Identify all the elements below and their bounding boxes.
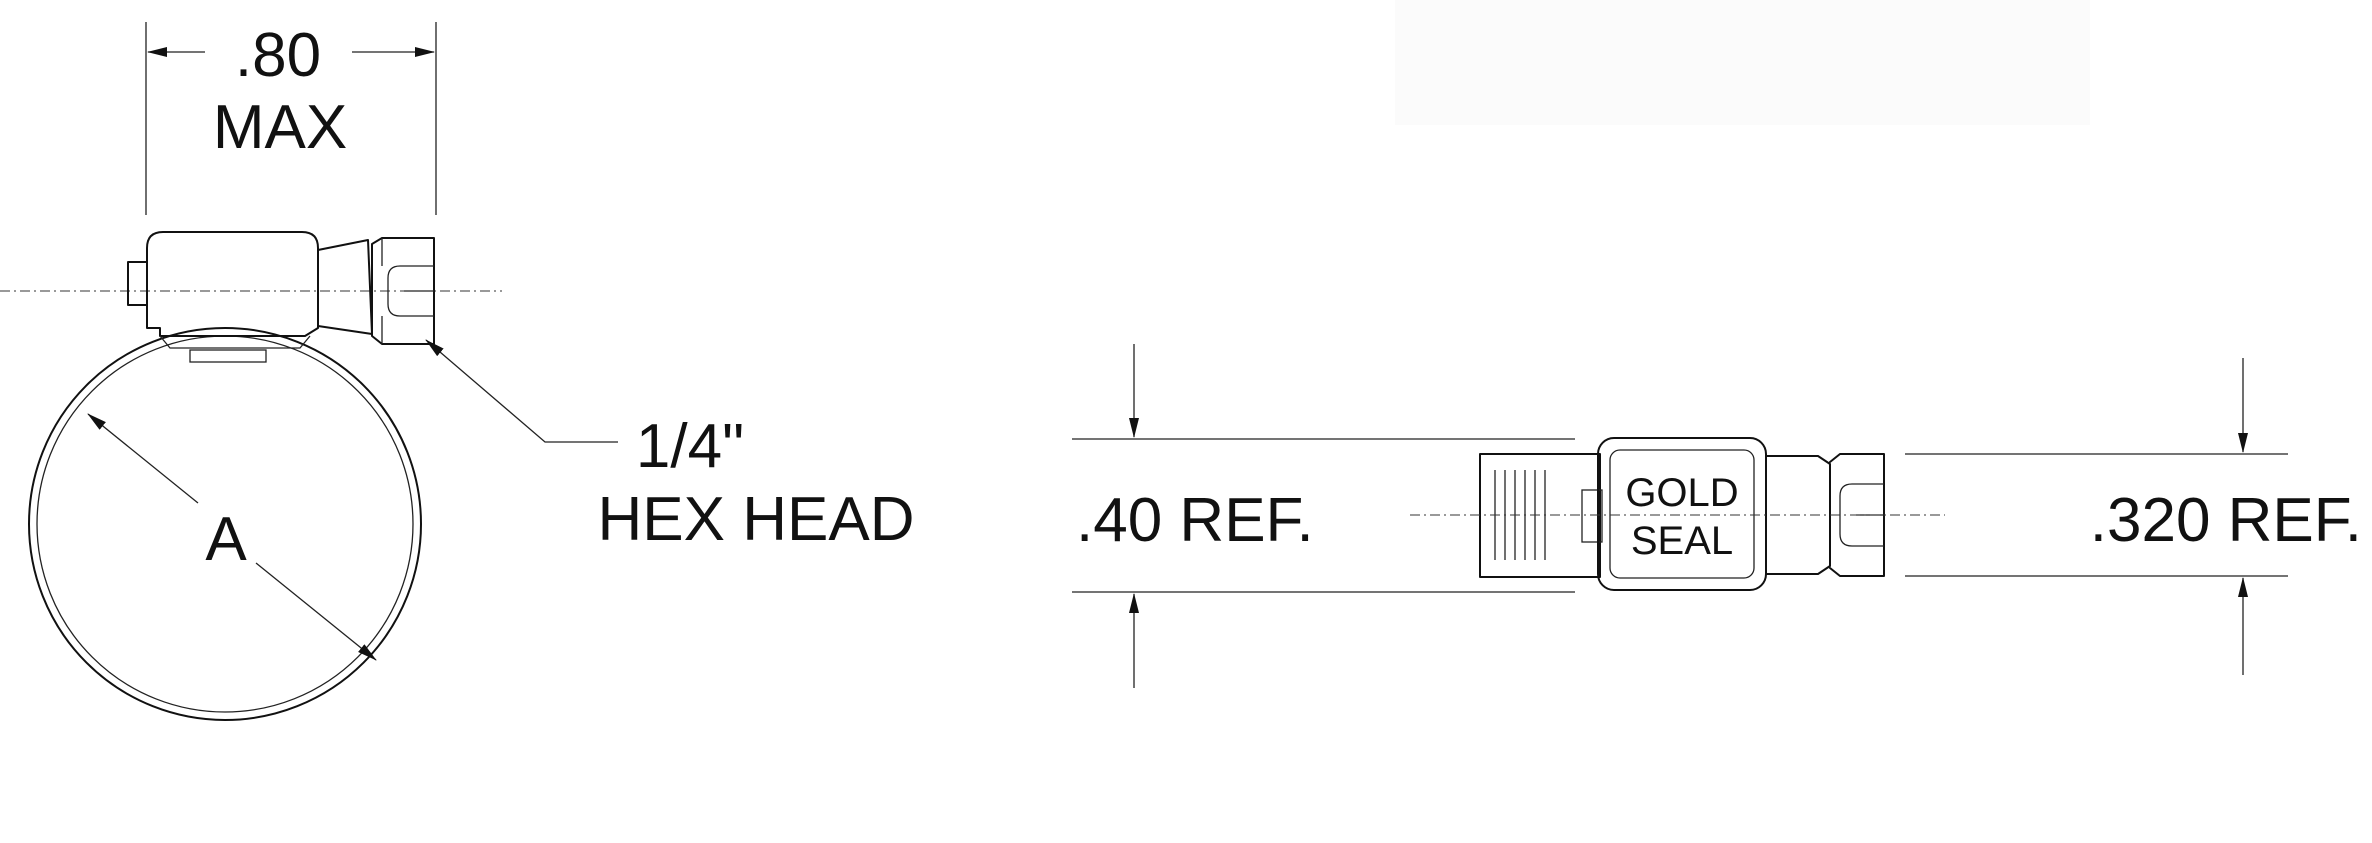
top-housing-inner: [1609, 449, 1755, 579]
diameter-label: A: [205, 505, 247, 574]
hex-callout-line1: 1/4": [636, 412, 744, 481]
screw-dim-label: .320 REF.: [2090, 486, 2362, 555]
hex-leader: [425, 339, 618, 443]
diameter-arrow-upper: [87, 413, 199, 504]
screw-shank: [317, 239, 373, 335]
band-slot: [189, 349, 267, 363]
housing-tab: [127, 261, 148, 306]
width-dim-value: .80: [235, 21, 321, 90]
band-dim-label: .40 REF.: [1076, 486, 1314, 555]
background-patch: [1395, 0, 2090, 125]
housing: [146, 231, 319, 337]
band-tab: [1581, 489, 1603, 543]
top-housing: [1597, 437, 1767, 591]
hex-slot: [387, 265, 434, 317]
side-view: .80 MAX 1/4" HEX HEAD A: [0, 21, 915, 721]
top-view: .40 REF. GOLD SEAL .320 REF.: [1072, 344, 2362, 688]
width-dim-qualifier: MAX: [213, 93, 347, 162]
housing-label-line2: SEAL: [1631, 519, 1733, 563]
housing-label-line1: GOLD: [1625, 471, 1738, 515]
housing-foot: [159, 335, 311, 349]
clamp-band-outer: [28, 327, 422, 721]
diameter-arrow-lower: [255, 562, 377, 661]
hex-callout-line2: HEX HEAD: [598, 485, 915, 554]
